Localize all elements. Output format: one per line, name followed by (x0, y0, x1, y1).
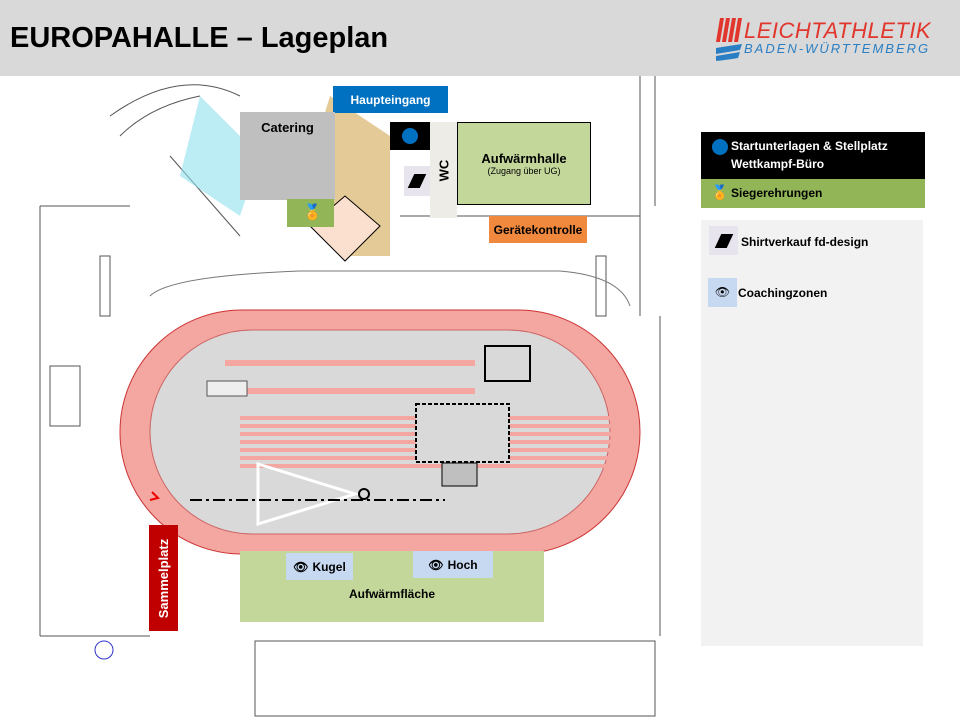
haupteingang-label: Haupteingang (333, 86, 448, 113)
wc-label: WC (435, 159, 451, 181)
page-title: EUROPAHALLE – Lageplan (10, 22, 389, 54)
aufwaermhalle-area: Aufwärmhalle (Zugang über UG) (457, 122, 591, 205)
eye-icon: 👁 (293, 559, 309, 574)
legend: Startunterlagen & Stellplatz Wettkampf-B… (701, 132, 925, 208)
shirt-slash-icon (714, 234, 734, 248)
legend-shirtverkauf-label: Shirtverkauf fd-design (741, 235, 869, 249)
legend-wettkampfbuero-label: Wettkampf-Büro (731, 157, 825, 171)
logo: LEICHTATHLETIK BADEN-WÜRTTEMBERG (714, 16, 934, 62)
header: EUROPAHALLE – Lageplan LEICHTATHLETIK BA… (0, 0, 960, 76)
eye-icon: 👁 (428, 557, 444, 572)
aufwaermhalle-note: (Zugang über UG) (487, 166, 561, 176)
legend-startunterlagen: Startunterlagen & Stellplatz Wettkampf-B… (701, 132, 925, 179)
logo-stripes-icon (716, 18, 742, 61)
logo-line1: LEICHTATHLETIK (744, 18, 932, 43)
medal-icon: 🏅 (711, 184, 729, 200)
box-small (441, 462, 478, 487)
aufwaermhalle-label: Aufwärmhalle (481, 151, 567, 166)
arrow-icon (149, 491, 160, 501)
legend-startunterlagen-label: Startunterlagen & Stellplatz (731, 139, 888, 153)
throw-circle (358, 488, 370, 500)
shirtverkauf-marker (404, 166, 431, 196)
coaching-zone-kugel: 👁Kugel (286, 553, 353, 580)
blue-dot-icon (712, 139, 728, 155)
geraetekontrolle-label: Gerätekontrolle (489, 216, 587, 243)
siegerehrung-marker: 🏅 (287, 199, 334, 227)
medal-icon: 🏅 (303, 204, 322, 221)
coaching-zone-hoch: 👁Hoch (413, 551, 493, 578)
hoch-label: Hoch (447, 557, 478, 572)
legend-siegerehrungen: 🏅 Siegerehrungen (701, 179, 925, 208)
aufwaermflaeche-label: Aufwärmfläche (348, 587, 436, 601)
throwing-sector (256, 461, 361, 527)
box-west (206, 380, 248, 397)
box-dashed (415, 403, 510, 463)
floor-plan (39, 76, 661, 717)
shirt-icon-box (709, 226, 738, 255)
legend-siegerehrungen-label: Siegerehrungen (731, 186, 823, 200)
blue-dot-icon (402, 128, 418, 144)
legend-coachingzonen-label: Coachingzonen (738, 286, 828, 300)
compass-icon (94, 640, 114, 660)
logo-line2: BADEN-WÜRTTEMBERG (744, 41, 931, 56)
shirt-slash-icon (407, 174, 427, 188)
sammelplatz-label: Sammelplatz (156, 538, 172, 618)
kugel-label: Kugel (312, 559, 346, 574)
sammelplatz-area: Sammelplatz (149, 525, 178, 631)
startunterlagen-marker (390, 122, 430, 150)
box-north (484, 345, 531, 382)
legend-panel: Shirtverkauf fd-design 👁 Coachingzonen (701, 220, 923, 646)
eye-icon: 👁 (708, 278, 737, 307)
wc-area: WC (430, 122, 457, 218)
catering-area: Catering (240, 112, 335, 200)
